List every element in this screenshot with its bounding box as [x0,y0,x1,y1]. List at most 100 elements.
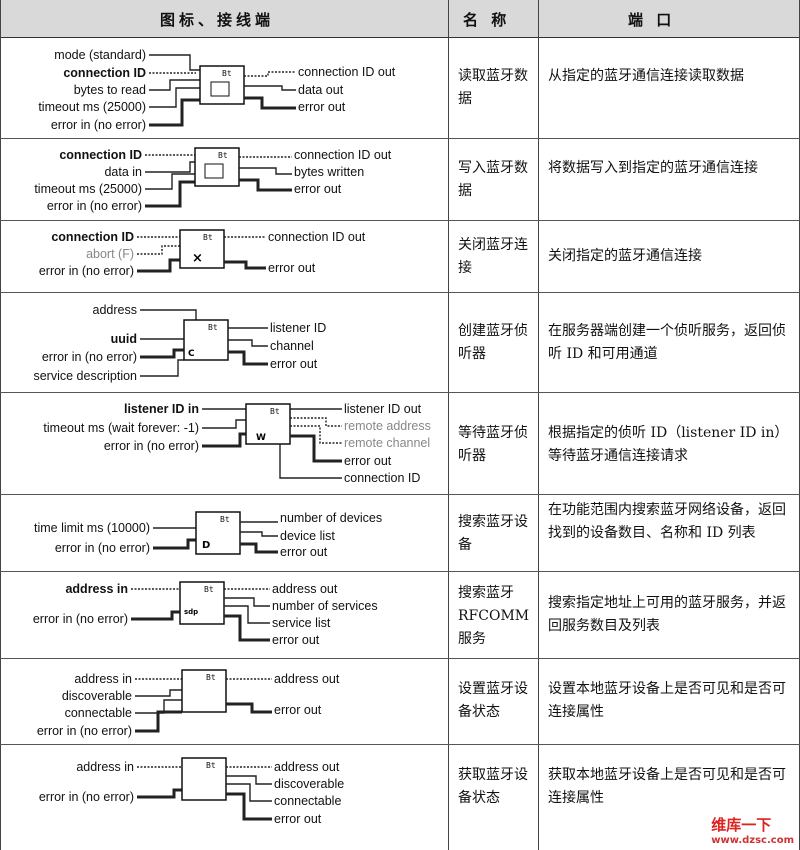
terminal-label: connection ID [63,66,146,80]
terminal-label: data in [104,165,142,179]
terminal-label: bytes to read [74,83,146,97]
terminal-label: bytes written [294,165,364,179]
vi-description: 设置本地蓝牙设备上是否可见和是否可连接属性 [548,681,786,720]
vi-description: 将数据写入到指定的蓝牙通信连接 [548,160,758,176]
table-header: 图标、接线端 名 称 端 口 [0,0,800,38]
read-vi-icon [199,65,245,105]
terminal-label: channel [270,339,314,353]
terminal-label: address in [76,760,134,774]
watermark-brand: 维库一下 [711,816,772,834]
svg-text:Bt: Bt [218,151,228,160]
terminal-label: remote address [344,419,431,433]
get-status-vi-icon [181,757,227,801]
set-device-status-vi: address in discoverable connectable erro… [37,669,340,738]
svg-text:Bt: Bt [222,69,232,78]
search-rfcomm-vi: address in error in (no error) Bt sdp ad… [33,581,378,647]
table-border-left [0,0,1,850]
column-divider-1 [448,0,449,850]
svg-text:Bt: Bt [203,233,213,242]
terminal-label: error out [270,357,318,371]
vi-name: 等待蓝牙侦听器 [458,425,528,464]
vi-name: 搜索蓝牙设备 [458,514,528,553]
table-row: 关闭蓝牙连接 关闭指定的蓝牙通信连接 [0,221,800,293]
terminal-label: error out [280,545,328,559]
vi-name: 设置蓝牙设备状态 [458,681,528,720]
terminal-label: connection ID [51,230,134,244]
terminal-label: address out [274,672,340,686]
set-status-vi-icon [181,669,227,713]
wait-listener-vi: listener ID in timeout ms (wait forever:… [43,402,430,485]
terminal-label: address in [74,672,132,686]
table-row: 获取蓝牙设备状态 获取本地蓝牙设备上是否可见和是否可连接属性 [0,745,800,849]
vi-description: 搜索指定地址上可用的蓝牙服务，并返回服务数目及列表 [548,595,786,634]
terminal-label: mode (standard) [54,48,146,62]
connector-diagrams: mode (standard) connection ID bytes to r… [33,48,431,826]
svg-text:Bt: Bt [220,515,230,524]
close-vi-icon [179,229,225,269]
watermark-url: www.dzsc.com [711,835,794,846]
vi-description: 关闭指定的蓝牙通信连接 [548,248,702,264]
terminal-label: error in (no error) [37,724,132,738]
terminal-label: number of services [272,599,378,613]
terminal-label: error out [344,454,392,468]
terminal-label: remote channel [344,436,430,450]
vi-description: 从指定的蓝牙通信连接读取数据 [548,68,744,84]
terminal-label: error in (no error) [55,541,150,555]
terminal-label: connection ID [344,471,420,485]
terminal-label: device list [280,529,335,543]
terminal-label: address out [274,760,340,774]
terminal-label: connection ID [59,148,142,162]
svg-text:×: × [192,251,203,266]
wait-listener-vi-icon [245,403,291,445]
terminal-label: error in (no error) [42,350,137,364]
search-rfcomm-vi-icon [179,581,225,625]
table-row: 读取蓝牙数据 从指定的蓝牙通信连接读取数据 [0,37,800,139]
terminal-label: discoverable [274,777,344,791]
column-divider-2 [538,0,539,850]
terminal-label: data out [298,83,344,97]
table-row: 等待蓝牙侦听器 根据指定的侦听 ID（listener ID in）等待蓝牙通信… [0,393,800,495]
create-listener-vi: address uuid error in (no error) service… [33,303,326,383]
terminal-label: error in (no error) [33,612,128,626]
terminal-label: connectable [65,706,132,720]
terminal-label: error out [298,100,346,114]
terminal-label: error in (no error) [51,118,146,132]
terminal-label: listener ID [270,321,326,335]
terminal-label: error out [294,182,342,196]
write-bluetooth-vi: connection ID data in timeout ms (25000)… [34,147,392,213]
write-vi-icon [194,147,240,187]
terminal-label: error out [274,812,322,826]
svg-text:C: C [188,349,195,359]
search-devices-vi: time limit ms (10000) error in (no error… [34,511,382,559]
svg-text:Bt: Bt [270,407,280,416]
search-devices-vi-icon [195,511,241,555]
terminal-label: error out [268,261,316,275]
terminal-label: connection ID out [298,65,396,79]
terminal-label: listener ID out [344,402,422,416]
terminal-label: error in (no error) [39,264,134,278]
vi-name: 读取蓝牙数据 [458,68,528,107]
terminal-label: connectable [274,794,341,808]
svg-text:Bt: Bt [206,673,216,682]
svg-text:sdp: sdp [184,608,198,616]
table-row: 创建蓝牙侦听器 在服务器端创建一个侦听服务，返回侦听 ID 和可用通道 [0,293,800,393]
terminal-label: listener ID in [124,402,199,416]
terminal-label: address out [272,582,338,596]
terminal-label: error out [274,703,322,717]
header-port: 端 口 [628,11,676,29]
vi-name: 创建蓝牙侦听器 [458,323,528,362]
vi-description: 在功能范围内搜索蓝牙网络设备，返回找到的设备数目、名称和 ID 列表 [548,502,786,541]
svg-text:Bt: Bt [204,585,214,594]
terminal-label: service list [272,616,331,630]
terminal-label: timeout ms (25000) [38,100,146,114]
terminal-label: error in (no error) [47,199,142,213]
terminal-label: error out [272,633,320,647]
table-row: 写入蓝牙数据 将数据写入到指定的蓝牙通信连接 [0,139,800,221]
vi-description: 在服务器端创建一个侦听服务，返回侦听 ID 和可用通道 [548,323,786,362]
read-bluetooth-vi: mode (standard) connection ID bytes to r… [38,48,395,132]
terminal-label: service description [33,369,137,383]
terminal-label: uuid [111,332,137,346]
terminal-label: abort (F) [86,247,134,261]
terminal-label: timeout ms (wait forever: -1) [43,421,199,435]
